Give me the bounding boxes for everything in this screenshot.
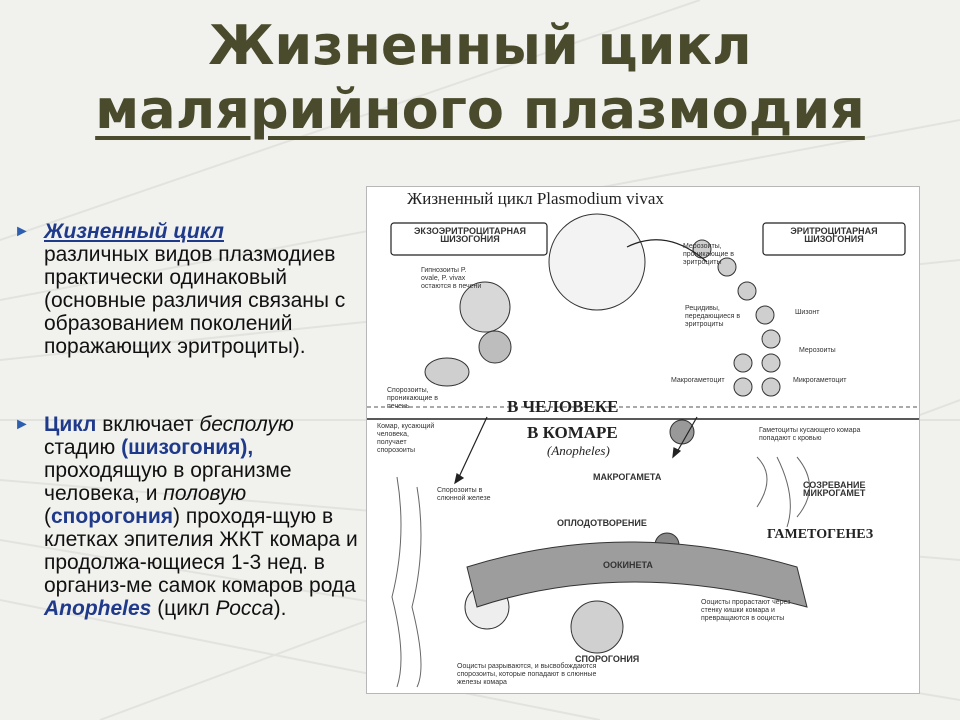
text-span: половую: [163, 482, 247, 505]
macrogametocyte-label: Макрогаметоцит: [671, 377, 725, 384]
microgametocyte-label: Микрогаметоцит: [793, 377, 847, 384]
slide-title: Жизненный цикл малярийного плазмодия: [0, 14, 960, 142]
text-span: проходящую в организме человека, и: [44, 459, 292, 505]
text-span: (: [44, 505, 51, 528]
sporozoites-liver-label: Спорозоиты, проникающие в печень: [387, 387, 438, 410]
bullet-1-lead: Жизненный цикл: [44, 220, 224, 243]
text-span: (цикл: [151, 597, 216, 620]
oocyst-label: Ооцисты прорастают через стенку кишки ко…: [701, 599, 791, 622]
bullet-2: ► Цикл включает бесполую стадию (шизогон…: [14, 413, 362, 620]
bullet-arrow-icon: ►: [14, 223, 30, 240]
bullet-1-text: различных видов плазмодиев практически о…: [44, 243, 346, 358]
gametes-blood-label: Гаметоциты кусающего комара попадают с к…: [759, 427, 861, 442]
merozoites-top-label: Мерозоиты, проникающие в эритроциты: [683, 243, 734, 266]
relapses-label: Рецидивы, передающиеся в эритроциты: [685, 305, 741, 328]
sporozoites-release-label: Ооцисты разрываются, и высвобождаются сп…: [457, 663, 597, 686]
exo-box-label: ЭКЗОЭРИТРОЦИТАРНАЯ ШИЗОГОНИЯ: [414, 226, 526, 244]
bite-label: Комар, кусающий человека, получает споро…: [377, 423, 435, 454]
life-cycle-drawing: [367, 213, 919, 688]
sporogony-label: СПОРОГОНИЯ: [575, 654, 640, 664]
text-span: ).: [273, 597, 287, 620]
schizogony-term: (шизогония),: [121, 436, 254, 459]
merozoites-label: Мерозоиты: [799, 347, 836, 354]
title-line-2: малярийного плазмодия: [95, 78, 865, 141]
hypnozoites-label: Гипнозоиты P. ovale, P. vivax остаются в…: [421, 267, 482, 290]
trophozoites-label: Шизонт: [795, 309, 820, 316]
text-span: Росса: [215, 597, 274, 620]
in-human-label: В ЧЕЛОВЕКЕ: [507, 397, 619, 416]
text-span: включает: [96, 413, 200, 436]
macrogamete-label: МАКРОГАМЕТА: [593, 472, 662, 482]
text-span: бесполую: [199, 413, 294, 436]
fertilization-label: ОПЛОДОТВОРЕНИЕ: [557, 518, 647, 528]
maturation-label: СОЗРЕВАНИЕ МИКРОГАМЕТ: [803, 480, 866, 498]
figure-header: Жизненный цикл Plasmodium vivax: [407, 189, 664, 208]
gametogenesis-label: ГАМЕТОГЕНЕЗ: [767, 527, 874, 542]
sporozoites-gland-label: Спорозоиты в слюнной железе: [437, 487, 491, 502]
anopheles-label: (Anopheles): [547, 443, 610, 458]
title-line-1: Жизненный цикл: [208, 14, 752, 77]
sporogony-term: спорогония: [51, 505, 173, 528]
ookinete-label: ООКИНЕТА: [603, 560, 653, 570]
bullet-2-cycle: Цикл: [44, 413, 97, 436]
in-mosquito-label: В КОМАРЕ: [527, 423, 618, 442]
ery-box-label: ЭРИТРОЦИТАРНАЯ ШИЗОГОНИЯ: [790, 226, 878, 244]
bullet-1: ► Жизненный цикл различных видов плазмод…: [14, 220, 362, 358]
text-span: стадию: [44, 436, 122, 459]
bullet-arrow-icon: ►: [14, 416, 30, 433]
text-span: ) проходя-щую в клетках эпителия ЖКТ ком…: [44, 505, 358, 597]
anopheles-term: Anopheles: [44, 597, 152, 620]
life-cycle-figure: Жизненный цикл Plasmodium vivax ЭКЗОЭРИТ…: [366, 186, 920, 694]
